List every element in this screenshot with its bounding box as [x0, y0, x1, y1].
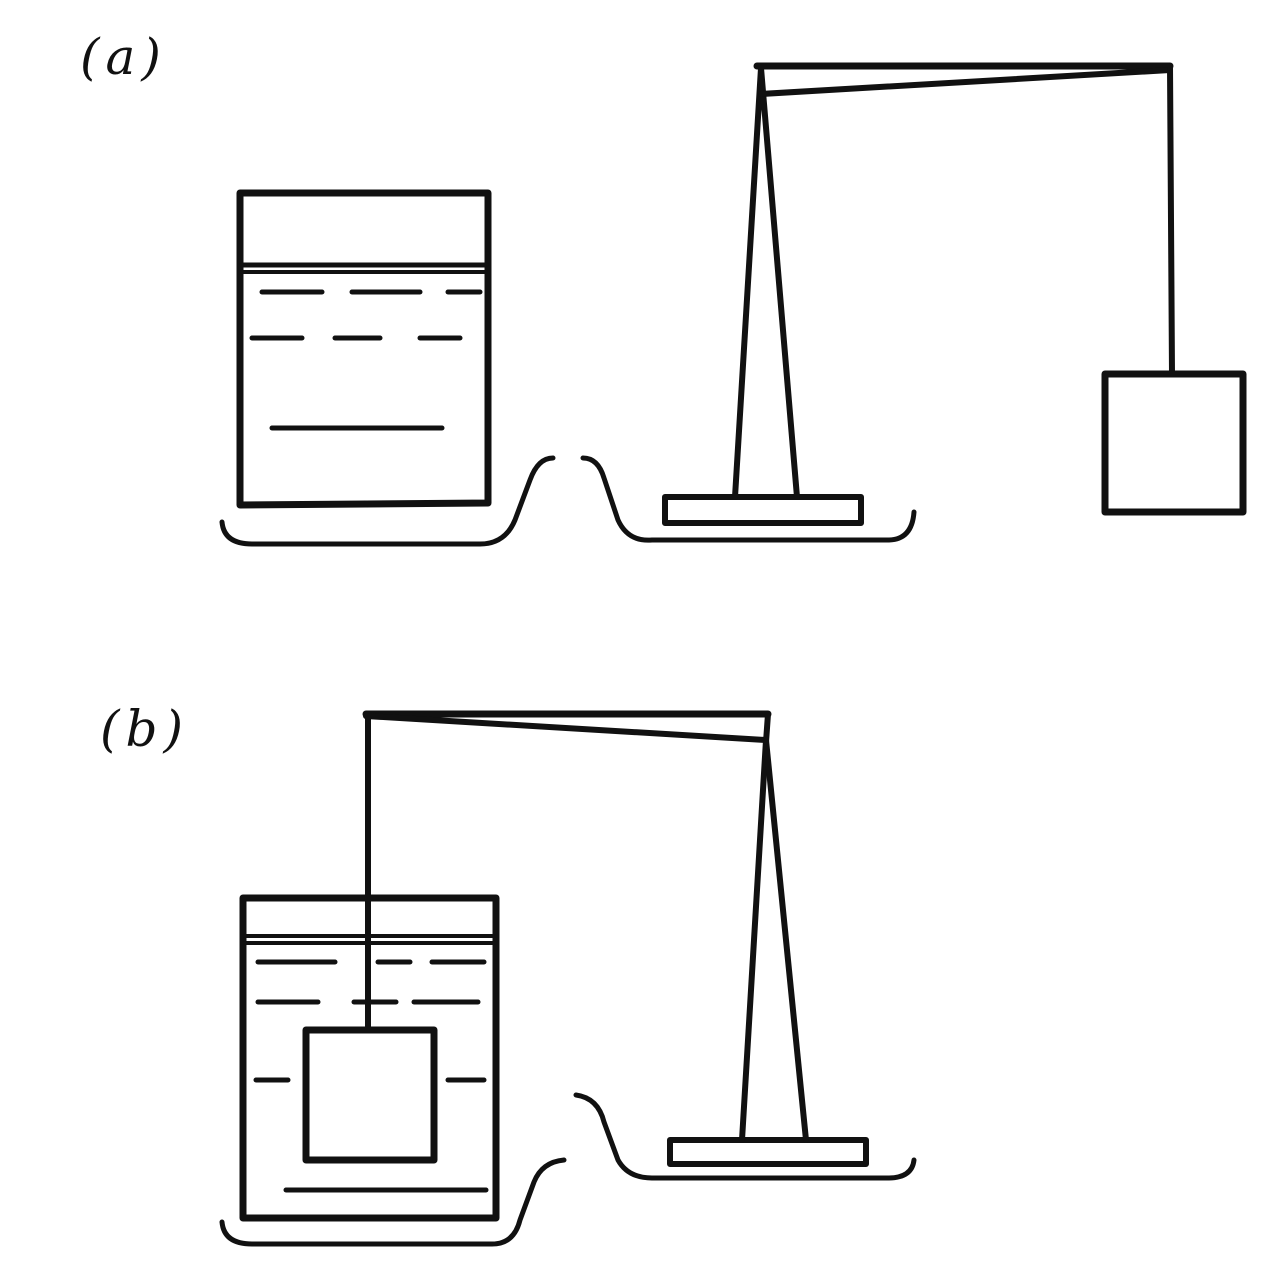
table-surface-b — [219, 1092, 917, 1247]
hanging-string-a — [1167, 63, 1175, 377]
balance-post-right-a — [758, 65, 800, 500]
balance-post-right-b — [763, 737, 809, 1143]
panel-label-b: (b) — [100, 700, 190, 758]
water-hatch-b — [253, 959, 489, 1193]
table-surface-a — [219, 455, 917, 547]
balance-base-a — [662, 494, 864, 526]
balance-a — [662, 62, 1247, 526]
balance-beam-end-b — [763, 711, 771, 745]
balance-b — [362, 710, 869, 1167]
panel-b — [219, 710, 917, 1247]
beaker-a — [236, 189, 492, 509]
balance-post-left-a — [732, 65, 764, 500]
balance-beam-brace-a — [758, 67, 1173, 97]
hanging-block-a — [1101, 370, 1247, 516]
balance-base-b — [667, 1137, 869, 1167]
submerged-block-b — [302, 1026, 438, 1164]
beaker-b — [239, 711, 500, 1222]
beaker-b-outline — [239, 894, 500, 1222]
beaker-a-outline — [236, 189, 492, 509]
balance-post-left-b — [739, 737, 769, 1143]
water-hatch-a — [249, 289, 483, 431]
panel-a — [219, 62, 1247, 547]
balance-beam-brace-b — [363, 713, 769, 743]
panel-label-a: (a) — [80, 28, 167, 86]
